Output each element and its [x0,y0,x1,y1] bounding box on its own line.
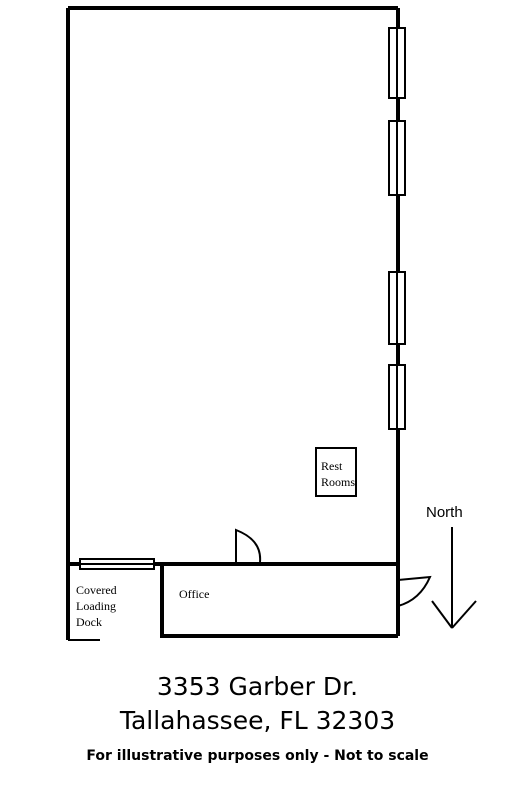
office-label: Office [179,587,210,601]
office-door-swing [235,528,262,563]
loading-dock-label-line3: Dock [76,615,102,629]
building-walls [66,6,400,640]
exterior-door-swing [397,575,432,607]
loading-dock-label-line2: Loading [76,599,116,613]
restrooms-label-line2: Rooms [321,475,356,489]
north-arrow [431,527,477,629]
address-city: Tallahassee, FL 32303 [119,706,396,735]
windows [388,27,406,430]
address-street: 3353 Garber Dr. [156,672,359,701]
disclaimer-text: For illustrative purposes only - Not to … [86,748,429,764]
restrooms-label: Rest Rooms [321,458,355,490]
floor-plan [66,6,477,641]
dock-door [79,558,155,570]
restrooms-label-line1: Rest [321,459,343,473]
loading-dock-label: Covered Loading Dock [76,582,117,630]
restrooms-box [315,447,357,497]
loading-dock-label-line1: Covered [76,583,117,597]
north-label: North [426,504,463,521]
